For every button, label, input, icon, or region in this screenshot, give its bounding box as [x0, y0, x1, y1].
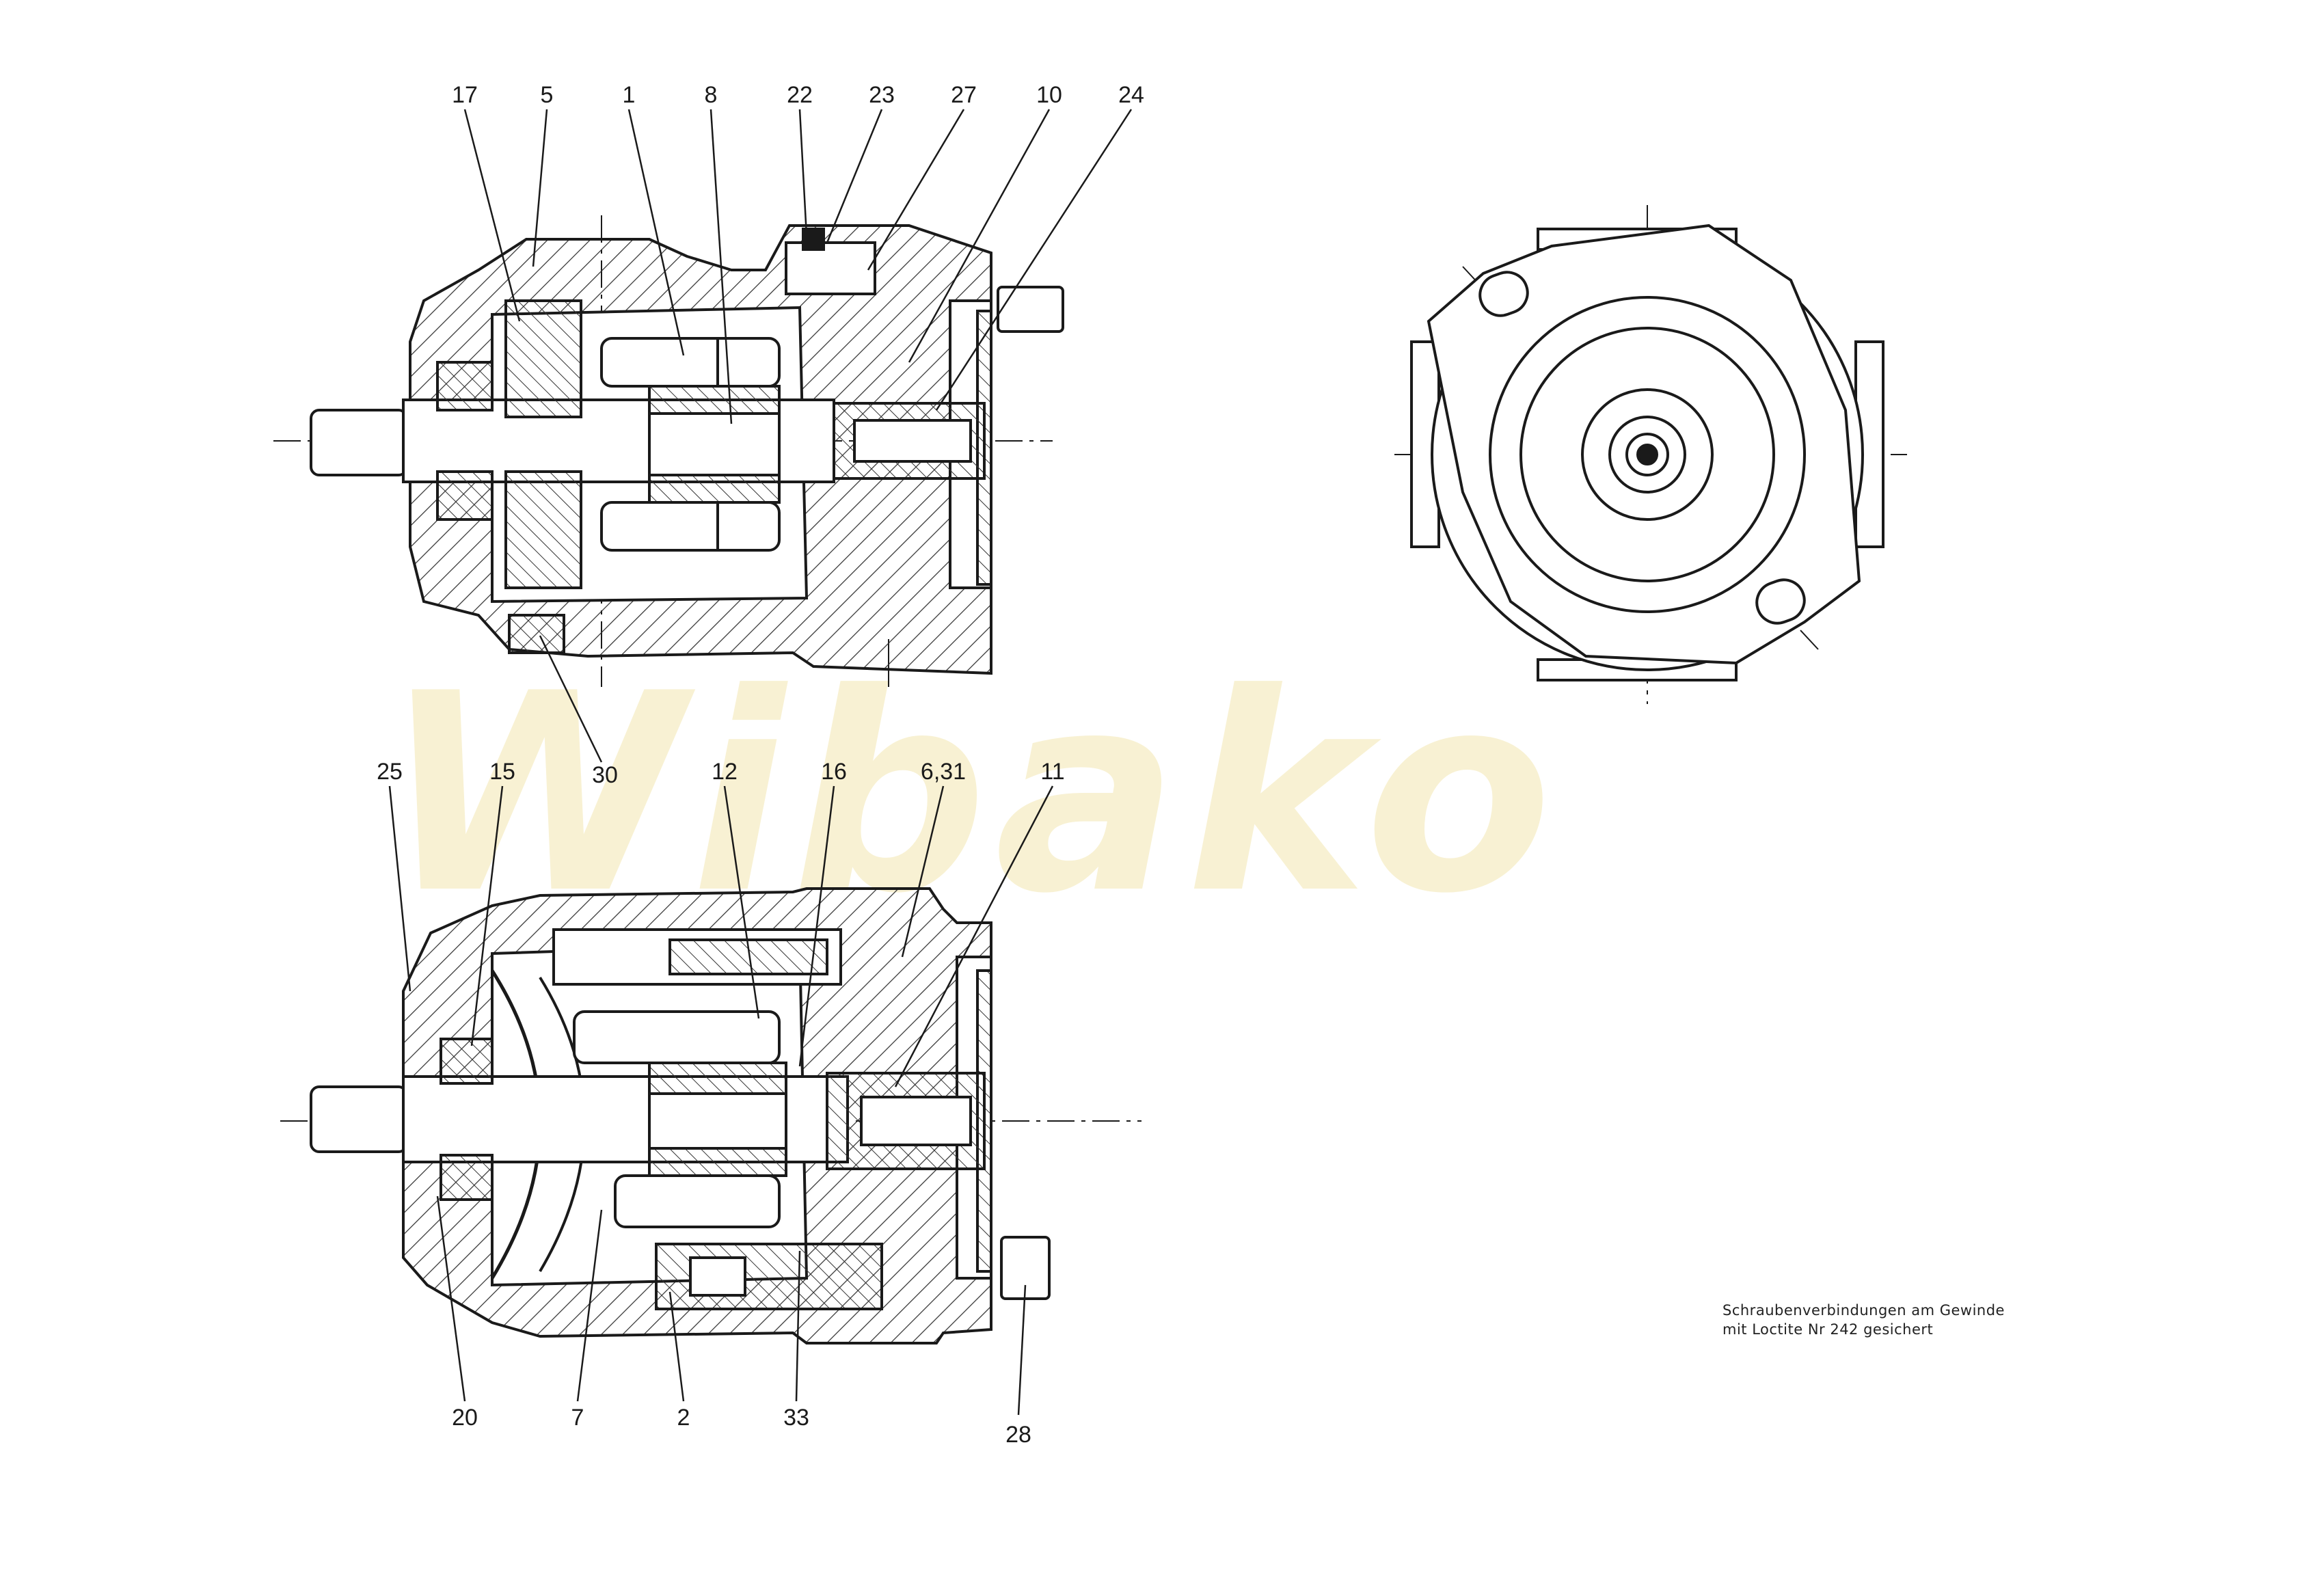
callout-16: 16 — [821, 759, 847, 785]
note-line-1: Schraubenverbindungen am Gewinde — [1722, 1302, 2005, 1319]
callout-15: 15 — [489, 759, 515, 785]
callout-2: 2 — [677, 1405, 690, 1431]
bottom-leader-lines — [388, 785, 1054, 1416]
callout-30: 30 — [592, 762, 618, 788]
callout-7: 7 — [571, 1405, 584, 1431]
end-view — [1394, 205, 1907, 704]
callout-20: 20 — [452, 1405, 478, 1431]
note-line-2: mit Loctite Nr 242 gesichert — [1722, 1321, 1934, 1338]
callout-22: 22 — [787, 82, 813, 108]
callout-12: 12 — [712, 759, 738, 785]
callout-6-31: 6,31 — [921, 759, 966, 785]
top-leader-lines — [463, 109, 1133, 763]
callout-28: 28 — [1005, 1422, 1031, 1448]
callout-8: 8 — [705, 82, 718, 108]
callout-23: 23 — [869, 82, 895, 108]
bottom-section-view — [280, 887, 1141, 1344]
top-section-view — [273, 215, 1064, 687]
callout-25: 25 — [377, 759, 403, 785]
callout-labels: 17 5 1 8 22 23 27 10 24 30 25 15 12 16 6… — [377, 82, 1144, 1448]
callout-17: 17 — [452, 82, 478, 108]
callout-27: 27 — [951, 82, 977, 108]
callout-11: 11 — [1040, 759, 1064, 785]
callout-5: 5 — [541, 82, 554, 108]
callout-24: 24 — [1118, 82, 1144, 108]
callout-1: 1 — [623, 82, 636, 108]
callout-10: 10 — [1036, 82, 1062, 108]
callout-33: 33 — [783, 1405, 809, 1431]
